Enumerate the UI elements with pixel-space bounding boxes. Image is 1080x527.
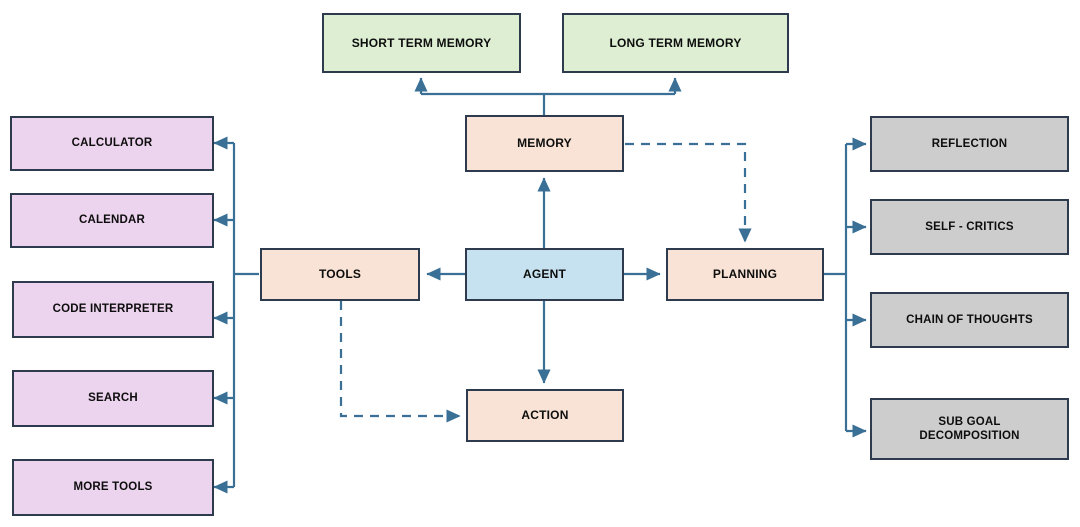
node-sub-goal-decomposition[interactable]: SUB GOAL DECOMPOSITION: [870, 398, 1069, 460]
node-label-code-interpreter: CODE INTERPRETER: [52, 303, 174, 316]
node-label-planning: PLANNING: [712, 267, 778, 281]
node-label-self-critics: SELF - CRITICS: [925, 220, 1014, 233]
node-label-tools: TOOLS: [318, 267, 362, 281]
node-code-interpreter[interactable]: CODE INTERPRETER: [12, 281, 214, 338]
node-action[interactable]: ACTION: [466, 389, 624, 442]
node-chain-of-thoughts[interactable]: CHAIN OF THOUGHTS: [870, 292, 1069, 348]
node-short-term-memory[interactable]: SHORT TERM MEMORY: [322, 13, 521, 73]
node-label-memory: MEMORY: [517, 136, 572, 150]
node-more-tools[interactable]: MORE TOOLS: [12, 459, 214, 516]
node-label-short-term-memory: SHORT TERM MEMORY: [351, 35, 492, 50]
node-label-sub-goal-decomposition-line2: DECOMPOSITION: [919, 430, 1020, 442]
node-label-long-term-memory: LONG TERM MEMORY: [609, 35, 742, 50]
node-reflection[interactable]: REFLECTION: [870, 116, 1069, 172]
node-label-more-tools: MORE TOOLS: [73, 481, 153, 494]
node-calculator[interactable]: CALCULATOR: [10, 116, 214, 171]
node-long-term-memory[interactable]: LONG TERM MEMORY: [562, 13, 789, 73]
node-tools[interactable]: TOOLS: [260, 248, 420, 301]
edge-tools-to-action-dashed: [339, 301, 461, 423]
node-label-reflection: REFLECTION: [931, 137, 1008, 150]
node-label-calculator: CALCULATOR: [71, 137, 153, 150]
node-calendar[interactable]: CALENDAR: [10, 193, 214, 248]
node-self-critics[interactable]: SELF - CRITICS: [870, 199, 1069, 255]
node-label-search: SEARCH: [88, 392, 138, 405]
node-planning[interactable]: PLANNING: [666, 248, 824, 301]
node-label-calendar: CALENDAR: [78, 214, 146, 227]
node-agent[interactable]: AGENT: [465, 248, 624, 301]
node-label-action: ACTION: [521, 408, 569, 422]
node-label-chain-of-thoughts: CHAIN OF THOUGHTS: [906, 313, 1033, 326]
node-label-agent: AGENT: [523, 267, 566, 281]
node-memory[interactable]: MEMORY: [465, 115, 624, 172]
edge-memory-to-planning-dashed: [625, 142, 752, 243]
node-search[interactable]: SEARCH: [12, 370, 214, 427]
node-label-sub-goal-decomposition-line1: SUB GOAL: [938, 415, 1001, 428]
